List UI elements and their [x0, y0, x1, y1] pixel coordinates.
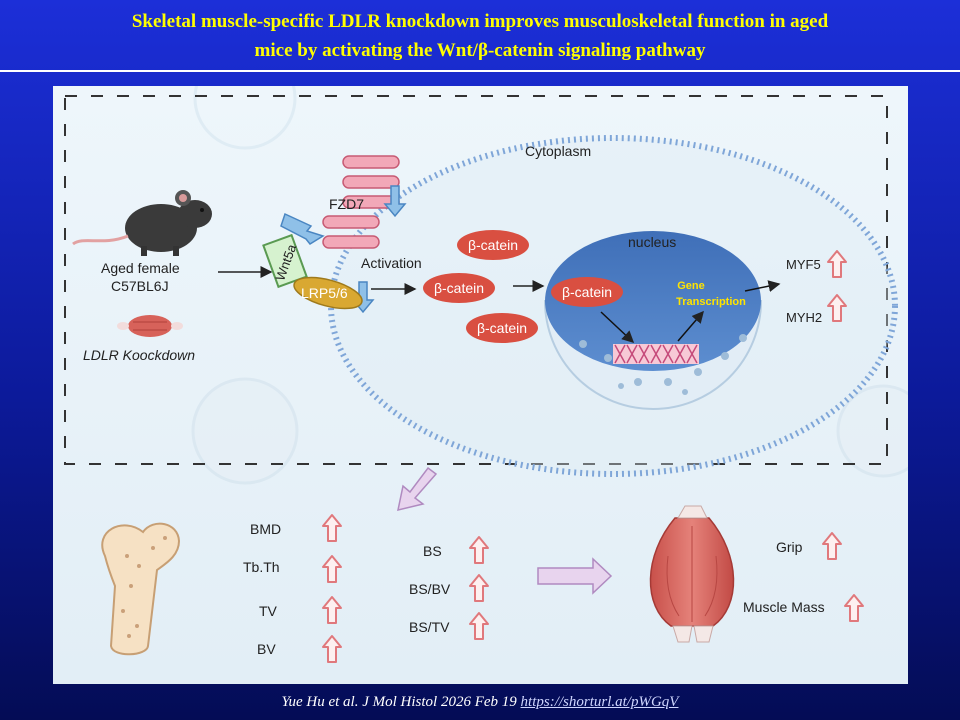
fzd7-receptor [322, 155, 400, 249]
citation: Yue Hu et al. J Mol Histol 2026 Feb 19 h… [0, 694, 960, 711]
grip-up-arrow [822, 532, 842, 560]
catenin-1-label: β-catein [468, 237, 518, 253]
knockdown-label: LDLR Koockdown [83, 347, 195, 363]
myh2-label: MYH2 [786, 310, 822, 325]
dna-icon [613, 344, 699, 364]
bmd-up-arrow [322, 514, 342, 542]
title-line-2: mice by activating the Wnt/β-catenin sig… [254, 40, 706, 61]
muscle-mass-up-arrow [844, 594, 864, 622]
mouse-icon [72, 190, 212, 256]
wnt-binding-arrow [280, 212, 325, 245]
background-cells [191, 86, 908, 485]
grip-label: Grip [776, 539, 803, 555]
title-line-1: Skeletal muscle-specific LDLR knockdown … [131, 11, 829, 32]
myf5-label: MYF5 [786, 257, 821, 272]
catenin-nuclear-label: β-catein [562, 284, 612, 300]
nucleus-label: nucleus [628, 234, 676, 250]
bstv-up-arrow [469, 612, 489, 640]
femur-bone-icon [101, 522, 181, 656]
catenin-nuclear [551, 277, 623, 307]
fzd7-down-arrow [383, 185, 407, 218]
catenin-3-label: β-catein [477, 320, 527, 336]
figure-canvas: Cytoplasm Aged female C57BL6J LDLR Koock… [64, 86, 908, 663]
dashed-frame [64, 95, 888, 465]
dna-to-transcription-arrow [677, 310, 704, 342]
bs-up-arrow [469, 536, 489, 564]
right-arrow [537, 557, 613, 595]
bstv-label: BS/TV [409, 619, 450, 635]
wnt5a-box [262, 233, 308, 289]
graphical-abstract-figure: Cytoplasm Aged female C57BL6J LDLR Koock… [53, 86, 908, 684]
transcription-label: Transcription [676, 296, 746, 308]
bmd-label: BMD [250, 521, 281, 537]
catenin-3 [466, 313, 538, 343]
citation-text: Yue Hu et al. J Mol Histol 2026 Feb 19 [281, 694, 517, 710]
bv-label: BV [257, 641, 276, 657]
catenin-2 [423, 273, 495, 303]
catenin-2-label: β-catein [434, 280, 484, 296]
tv-label: TV [259, 603, 278, 619]
bsbv-up-arrow [469, 574, 489, 602]
tbth-up-arrow [322, 555, 342, 583]
lrp-receptor [293, 276, 363, 310]
tv-up-arrow [322, 596, 342, 624]
bsbv-label: BS/BV [409, 581, 451, 597]
gene-label: Gene [677, 280, 705, 292]
catenin-1 [457, 230, 529, 260]
lrp-label: LRP5/6 [301, 285, 348, 301]
bs-label: BS [423, 543, 442, 559]
muscle-mass-label: Muscle Mass [743, 599, 825, 615]
transcription-to-genes-arrow [744, 280, 781, 292]
activation-label: Activation [361, 255, 422, 271]
down-left-arrow [397, 466, 438, 512]
fzd7-label: FZD7 [329, 196, 364, 212]
slide-title: Skeletal muscle-specific LDLR knockdown … [20, 7, 940, 65]
cytoplasm-label: Cytoplasm [525, 143, 591, 159]
tbth-label: Tb.Th [243, 559, 280, 575]
bv-up-arrow [322, 635, 342, 663]
catenin-to-dna-arrow [600, 311, 635, 344]
knockdown-muscle-icon [117, 315, 183, 337]
title-divider [0, 70, 960, 72]
muscle-icon [649, 505, 735, 643]
mouse-label-line1: Aged female [101, 260, 180, 276]
citation-link[interactable]: https://shorturl.at/pWGqV [520, 694, 679, 710]
mouse-label-line2: C57BL6J [111, 278, 169, 294]
